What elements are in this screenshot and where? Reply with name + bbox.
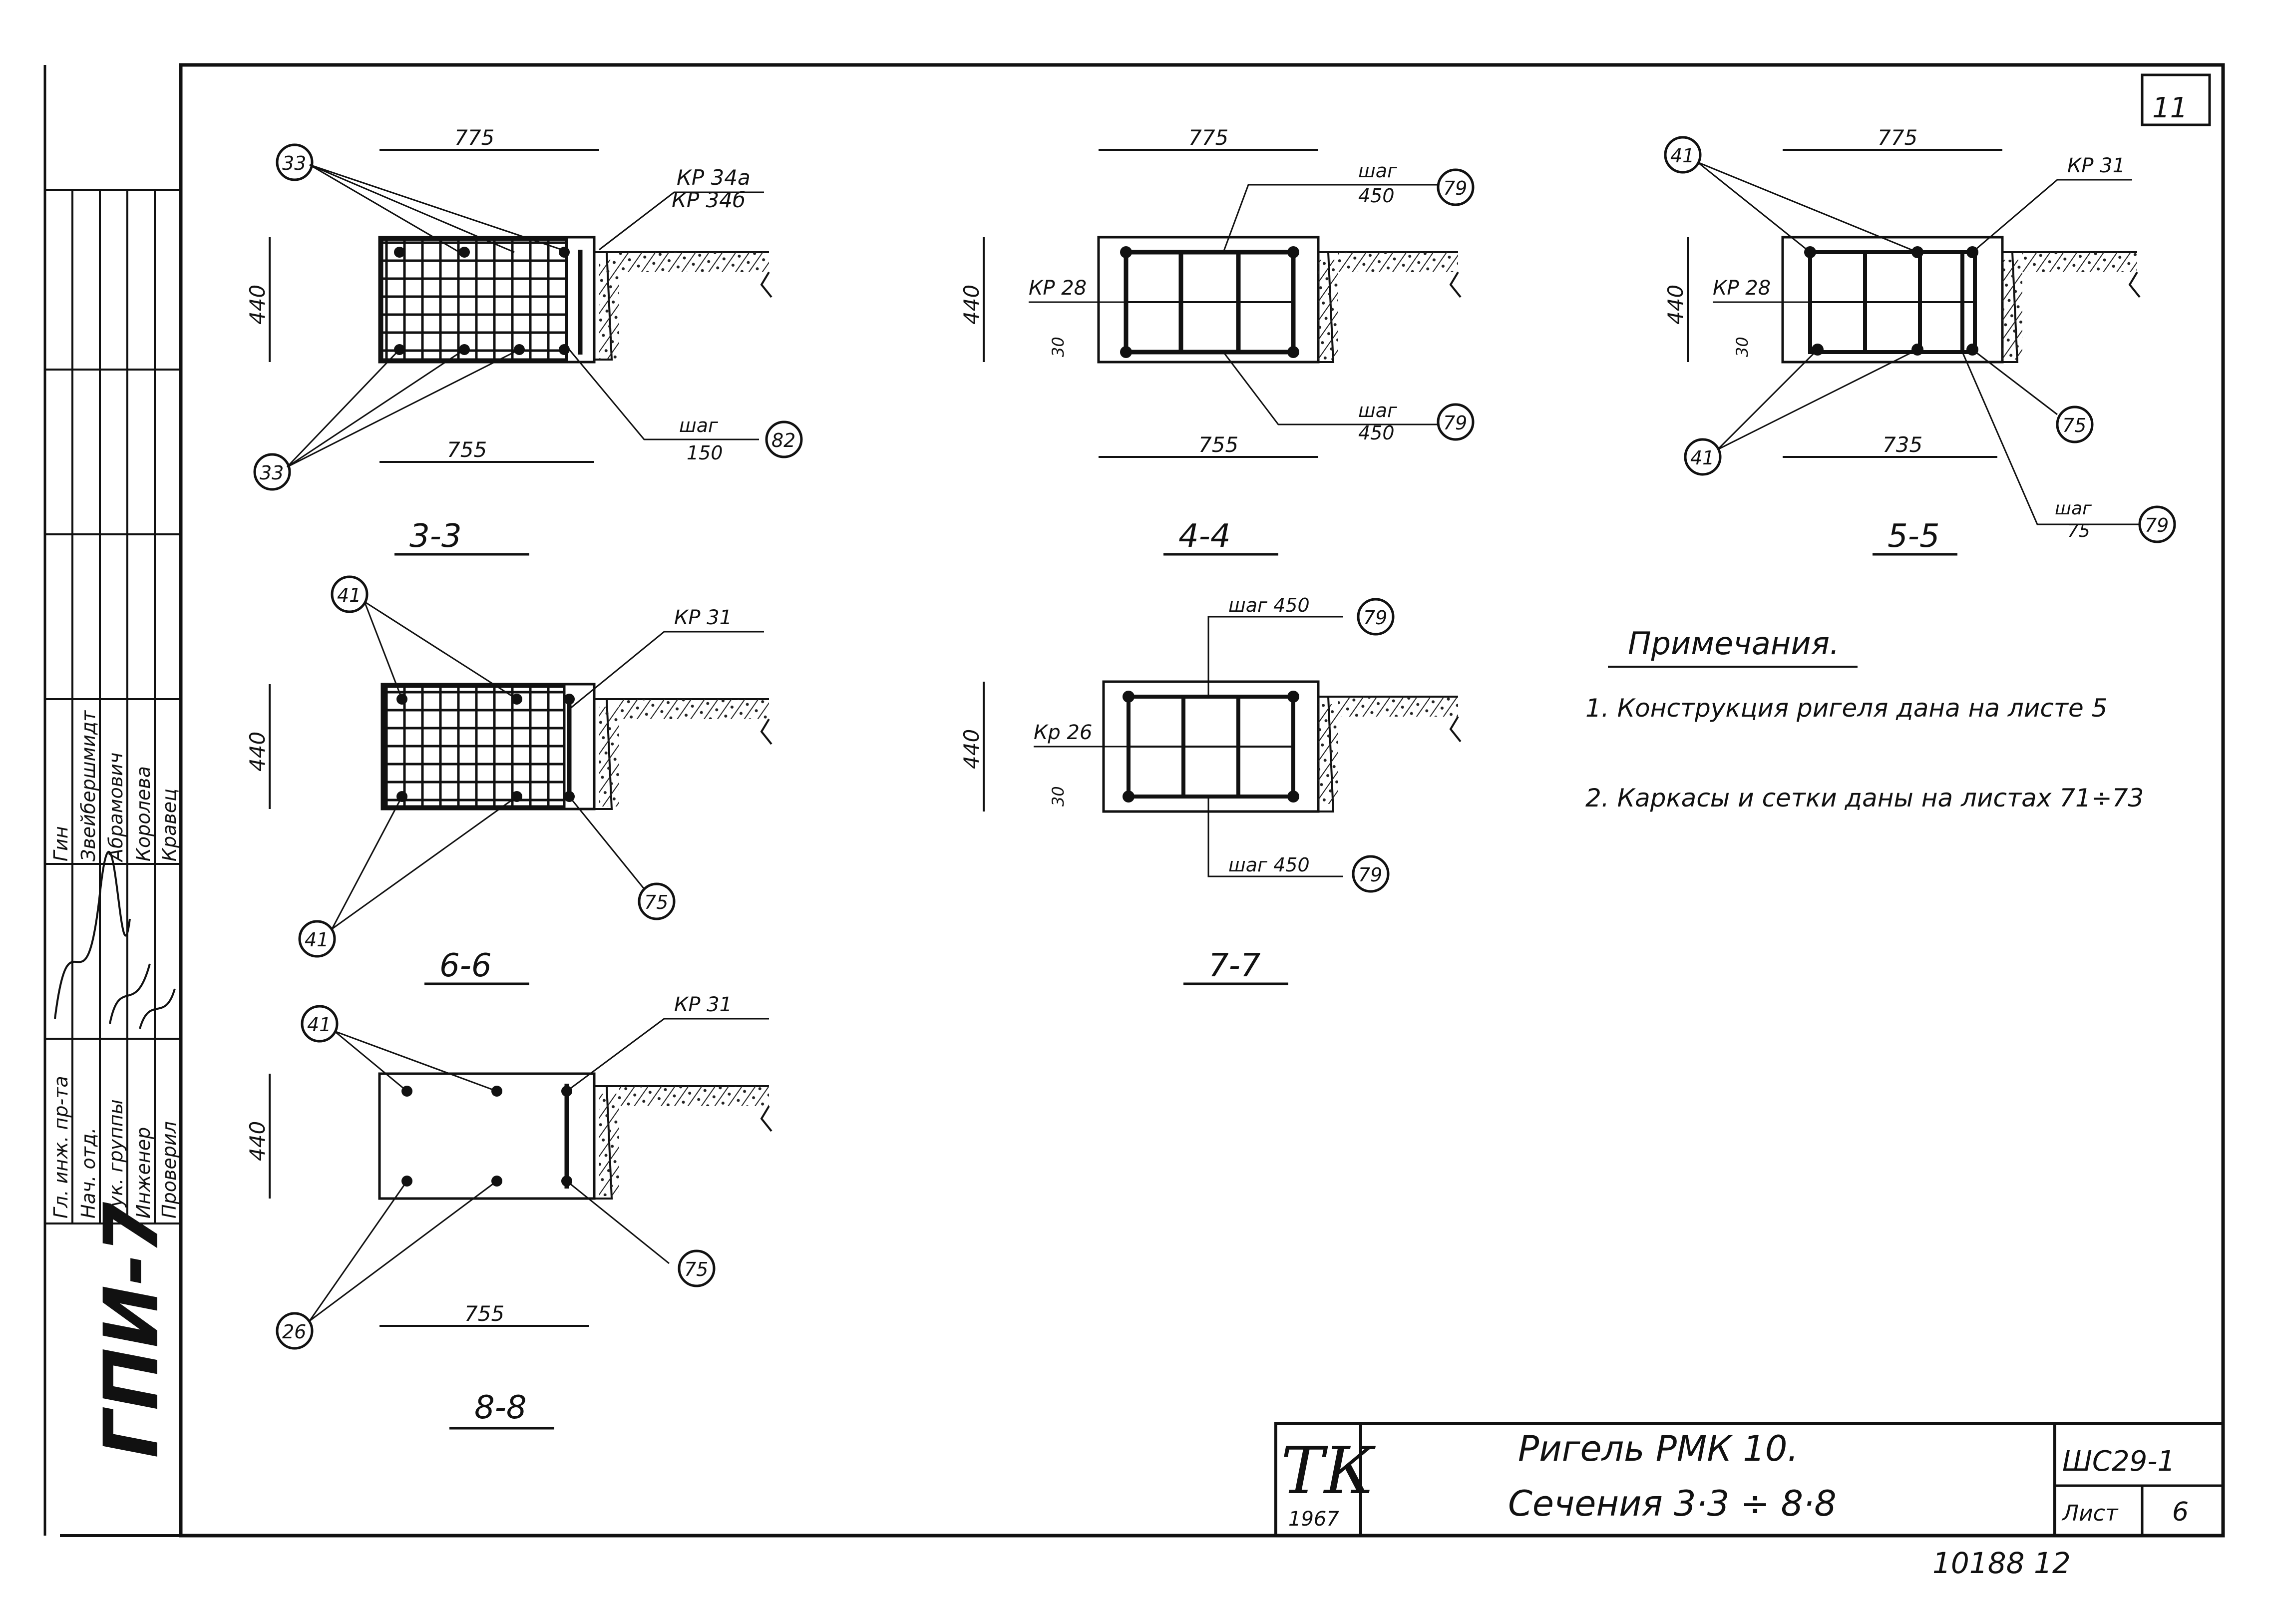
step-value-3-3: 150 bbox=[687, 442, 723, 464]
kr28-label-4-4: КР 28 bbox=[1029, 277, 1087, 300]
step-label-5-5: шаг bbox=[2055, 498, 2092, 519]
frame bbox=[43, 63, 2225, 1538]
mark-79-bottom-4-4: 79 bbox=[1443, 412, 1467, 434]
name-1: Гин bbox=[50, 826, 72, 861]
step-bottom-4-4: 450 bbox=[1358, 422, 1395, 444]
title-block: ТК 1967 Ригель РМК 10. Сечения 3·3 ÷ 8·8… bbox=[1274, 1422, 2223, 1536]
dim-height-5-5: 440 bbox=[1663, 285, 1688, 325]
title-6-6: 6-6 bbox=[439, 947, 492, 984]
mark-41-8-8: 41 bbox=[307, 1014, 331, 1036]
role-4: Инженер bbox=[132, 1127, 154, 1218]
title-7-7: 7-7 bbox=[1208, 947, 1261, 984]
name-5: Кравец bbox=[158, 789, 180, 861]
role-1: Гл. инж. пр-та bbox=[50, 1076, 72, 1218]
dim-height-8-8: 440 bbox=[245, 1121, 270, 1161]
side-stamp bbox=[45, 189, 181, 1224]
year: 1967 bbox=[1288, 1508, 1339, 1531]
mark-26: 26 bbox=[282, 1321, 306, 1343]
role-2: Нач. отд. bbox=[77, 1128, 99, 1218]
mark-75-6-6: 75 bbox=[644, 891, 668, 913]
sheet-value: 6 bbox=[2172, 1497, 2189, 1527]
sheet-label: Лист bbox=[2061, 1501, 2119, 1526]
series-code: ШС29-1 bbox=[2062, 1445, 2175, 1478]
notes-heading: Примечания. bbox=[1628, 625, 1840, 662]
title-line-2: Сечения 3·3 ÷ 8·8 bbox=[1508, 1483, 1837, 1524]
name-2: Звейбершмидт bbox=[77, 710, 99, 861]
mark-79-5-5: 79 bbox=[2145, 514, 2169, 536]
kr34a-label: КР 34а bbox=[677, 165, 751, 190]
step-label-3-3: шаг bbox=[679, 414, 719, 436]
kr31-label-5-5: КР 31 bbox=[2067, 154, 2125, 177]
note-2: 2. Каркасы и сетки даны на листах 71÷73 bbox=[1585, 784, 2144, 812]
step-value-5-5: 75 bbox=[2067, 521, 2090, 541]
dim-height-4-4: 440 bbox=[959, 285, 984, 325]
sheet-number: 11 bbox=[2152, 92, 2188, 124]
mark-41-bottom-6-6: 41 bbox=[305, 929, 329, 951]
drawing-code: ГПИ-7 bbox=[88, 1202, 175, 1458]
step-top-7-7: шаг 450 bbox=[1228, 594, 1310, 616]
dim-height-7-7: 440 bbox=[959, 729, 984, 769]
mark-75-5-5: 75 bbox=[2062, 414, 2086, 436]
cover-5-5: 30 bbox=[1733, 337, 1752, 357]
mark-79-bottom-7-7: 79 bbox=[1358, 864, 1382, 886]
section-7-7: 440 30 Кр 26 шаг 450 79 шаг 450 79 7-7 bbox=[959, 594, 1462, 985]
cover-7-7: 30 bbox=[1049, 786, 1068, 807]
step-bottom-7-7: шаг 450 bbox=[1228, 854, 1310, 876]
kr31-label-8-8: КР 31 bbox=[674, 993, 732, 1016]
signatures bbox=[54, 850, 176, 1029]
dim-height-6-6: 440 bbox=[245, 732, 270, 772]
mark-75-8-8: 75 bbox=[684, 1258, 708, 1280]
dim-bottom-5-5: 735 bbox=[1883, 432, 1922, 457]
name-3: Абрамович bbox=[105, 753, 127, 863]
role-3: Рук. группы bbox=[105, 1099, 127, 1218]
section-4-4: 775 755 440 30 КР 28 шаг 450 79 шаг 450 … bbox=[959, 125, 1475, 556]
mark-33-top: 33 bbox=[282, 152, 306, 174]
role-5: Проверил bbox=[158, 1121, 180, 1218]
note-1: 1. Конструкция ригеля дана на листе 5 bbox=[1585, 694, 2107, 723]
title-line-1: Ригель РМК 10. bbox=[1518, 1428, 1799, 1469]
section-6-6: 440 41 41 КР 31 75 6-6 bbox=[245, 575, 772, 985]
step-top-4-4: 450 bbox=[1358, 185, 1395, 207]
dim-bottom-3-3: 755 bbox=[447, 437, 487, 462]
step-label-4-4-top: шаг bbox=[1358, 160, 1398, 182]
mark-82: 82 bbox=[771, 429, 795, 451]
logo-tk: ТК bbox=[1281, 1433, 1376, 1509]
dim-bottom-8-8: 755 bbox=[464, 1301, 504, 1326]
section-3-3: 775 755 440 33 33 шаг 150 82 КР 34а КР 3… bbox=[245, 125, 803, 556]
dim-height-3-3: 440 bbox=[245, 285, 270, 325]
kr28-label-5-5: КР 28 bbox=[1713, 277, 1771, 300]
sheet-number-box: 11 bbox=[2141, 73, 2211, 126]
section-8-8: 440 755 41 26 КР 31 75 8-8 bbox=[245, 993, 772, 1430]
mark-41-bottom-5-5: 41 bbox=[1690, 447, 1714, 469]
name-4: Королева bbox=[132, 766, 154, 861]
dim-top-4-4: 775 bbox=[1188, 125, 1228, 150]
title-4-4: 4-4 bbox=[1178, 518, 1231, 555]
step-label-4-4-bottom: шаг bbox=[1358, 400, 1398, 421]
title-5-5: 5-5 bbox=[1888, 518, 1940, 555]
cover-4-4: 30 bbox=[1049, 337, 1068, 357]
mark-79-top-4-4: 79 bbox=[1443, 177, 1467, 199]
mark-33-bottom: 33 bbox=[260, 462, 284, 484]
mark-41-top-6-6: 41 bbox=[337, 584, 361, 606]
kr31-label-6-6: КР 31 bbox=[674, 606, 732, 629]
title-3-3: 3-3 bbox=[409, 518, 462, 555]
title-8-8: 8-8 bbox=[474, 1389, 527, 1426]
mesh-6-6 bbox=[383, 685, 566, 808]
dim-top-3-3: 775 bbox=[454, 125, 494, 150]
dim-bottom-4-4: 755 bbox=[1198, 432, 1238, 457]
kr34b-label: КР 34б bbox=[672, 188, 746, 212]
footer-number: 10188 12 bbox=[1932, 1546, 2071, 1580]
section-5-5: 775 735 440 30 КР 28 41 41 КР 31 75 шаг … bbox=[1663, 125, 2176, 556]
mesh-3-3 bbox=[380, 238, 568, 361]
mark-79-top-7-7: 79 bbox=[1363, 607, 1387, 629]
mark-41-top-5-5: 41 bbox=[1670, 145, 1694, 167]
kr26-label: Кр 26 bbox=[1034, 721, 1092, 744]
notes: Примечания. 1. Конструкция ригеля дана н… bbox=[1585, 625, 2144, 812]
dim-top-5-5: 775 bbox=[1878, 125, 1917, 150]
side-names: Гин Звейбершмидт Абрамович Королева Крав… bbox=[50, 710, 180, 1218]
